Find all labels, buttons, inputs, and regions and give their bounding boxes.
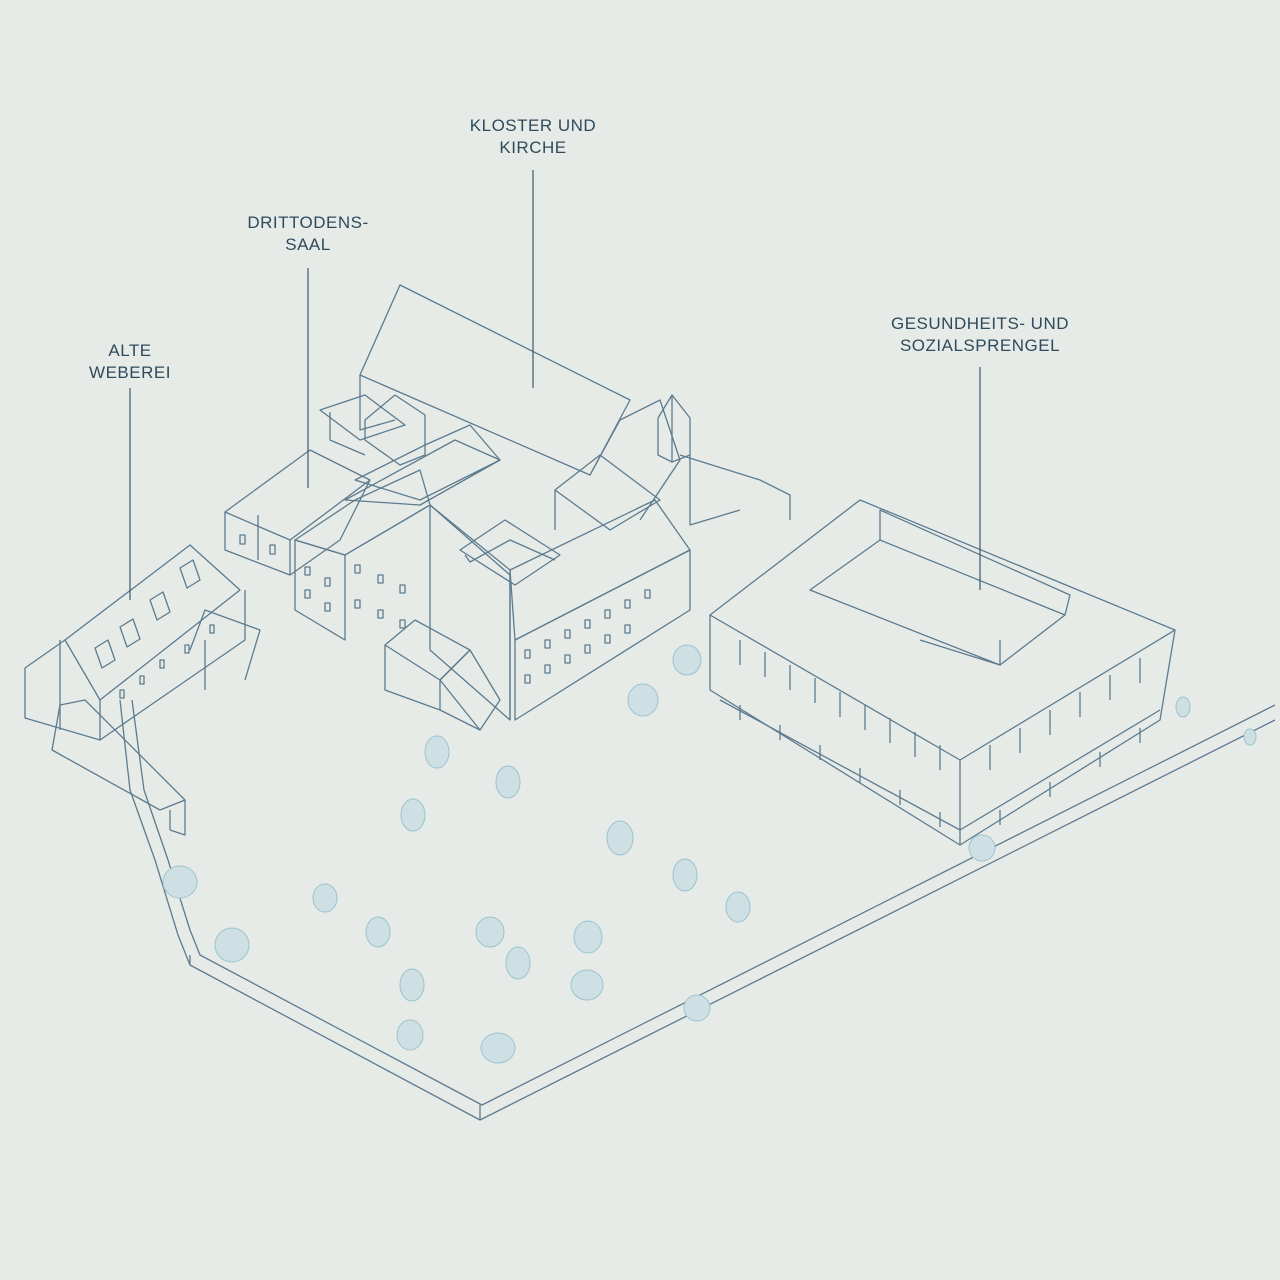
tree (480, 1032, 516, 1064)
tree (312, 883, 338, 913)
tree (683, 994, 711, 1022)
tree (1243, 728, 1257, 746)
label-drittordens-line1: DRITTODENS- (247, 213, 369, 232)
tree (725, 891, 751, 923)
tree (672, 644, 702, 676)
leader-lines (129, 170, 981, 600)
building-alte-weberei (24, 544, 261, 836)
label-drittordens-line2: SAAL (285, 235, 331, 254)
label-kloster-und-kirche: KLOSTER UND KIRCHE (463, 115, 603, 159)
tree (399, 968, 425, 1002)
label-weberei-line1: ALTE (108, 341, 152, 360)
tree (475, 916, 505, 948)
tree (672, 858, 698, 892)
label-sprengel-line2: SOZIALSPRENGEL (899, 336, 1061, 355)
tree (573, 920, 603, 954)
building-kloster-und-kirche (294, 284, 791, 731)
tree (214, 927, 250, 963)
label-kloster-line2: KIRCHE (499, 138, 567, 157)
tree (627, 683, 659, 717)
tree (400, 798, 426, 832)
label-kloster-line1: KLOSTER UND (469, 116, 597, 135)
tree (365, 916, 391, 948)
tree (495, 765, 521, 799)
tree (1175, 696, 1191, 718)
boundary-wall (119, 699, 1276, 1121)
tree (162, 865, 198, 899)
tree (968, 834, 996, 862)
tree (424, 735, 450, 769)
trees (162, 644, 1257, 1064)
building-sozialsprengel (709, 499, 1176, 846)
label-drittordenssaal: DRITTODENS- SAAL (238, 212, 378, 256)
building-drittordenssaal (224, 394, 426, 576)
tree (606, 820, 634, 856)
label-sprengel-line1: GESUNDHEITS- UND (890, 314, 1069, 333)
tree (396, 1019, 424, 1051)
tree (570, 969, 604, 1001)
tree (505, 946, 531, 980)
label-alte-weberei: ALTE WEBEREI (80, 340, 180, 384)
label-weberei-line2: WEBEREI (89, 363, 171, 382)
label-sozialsprengel: GESUNDHEITS- UND SOZIALSPRENGEL (870, 313, 1090, 357)
